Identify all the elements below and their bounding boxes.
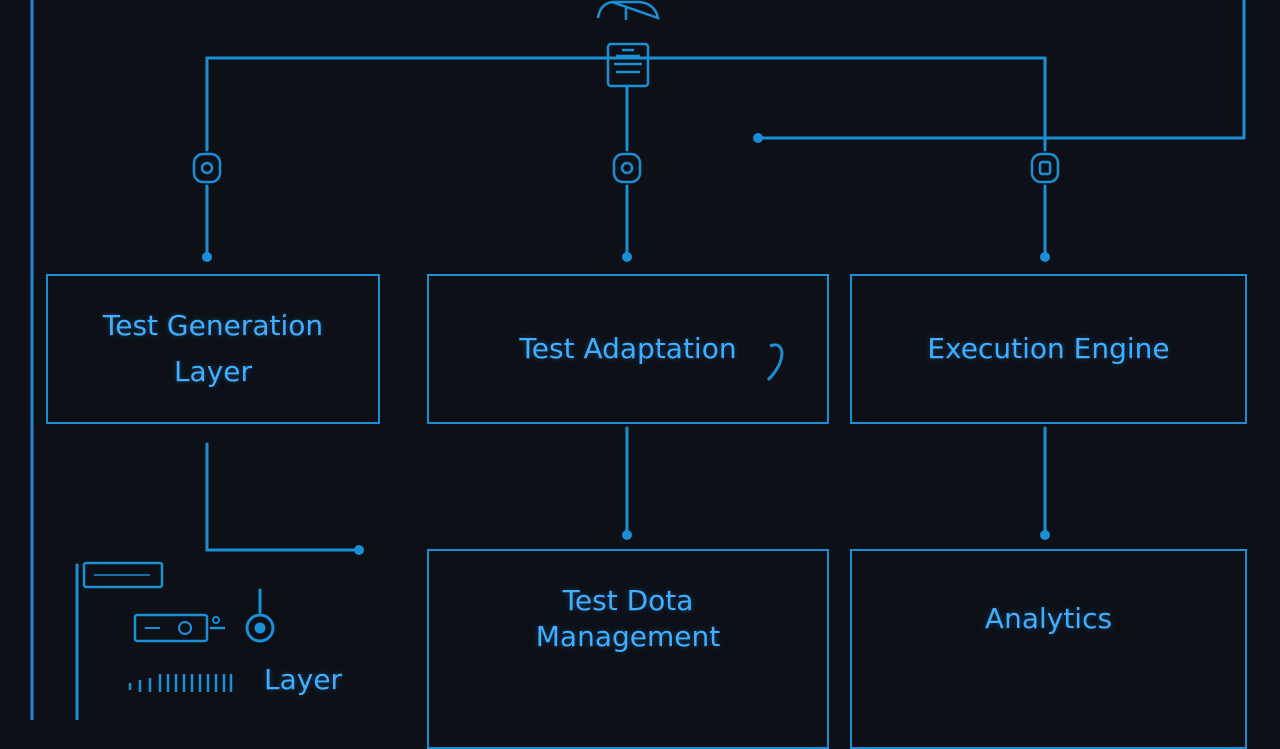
chip-icon xyxy=(82,561,225,643)
barcode-icon xyxy=(128,674,233,692)
connector-lines xyxy=(30,0,1246,720)
hook-icon xyxy=(766,343,784,382)
endpoint-dot xyxy=(622,530,632,540)
box-test-data-line1: Test Dota xyxy=(562,584,694,617)
lock-node-icon xyxy=(1030,152,1060,184)
gear-node-icon xyxy=(612,152,642,184)
box-test-adaptation-label: Test Adaptation xyxy=(519,332,737,365)
box-test-generation-line2: Layer xyxy=(173,355,253,388)
architecture-diagram: Test Generation Layer Test Adaptation Ex… xyxy=(30,0,1247,749)
document-icon xyxy=(606,42,650,88)
box-analytics: Analytics xyxy=(850,549,1247,749)
target-icon xyxy=(245,613,275,643)
endpoint-dot xyxy=(753,133,763,143)
box-test-data-management: Test Dota Management xyxy=(427,549,829,749)
endpoint-dot xyxy=(354,545,364,555)
box-test-generation: Test Generation Layer xyxy=(46,274,380,424)
box-execution-engine-label: Execution Engine xyxy=(927,332,1170,365)
cloud-icon xyxy=(596,0,660,20)
endpoint-dot xyxy=(1040,252,1050,262)
connector-node-icon xyxy=(192,152,222,184)
bottom-left-layer-label: Layer xyxy=(264,663,343,696)
endpoint-dot xyxy=(1040,530,1050,540)
endpoint-dot xyxy=(202,252,212,262)
endpoint-dot xyxy=(622,252,632,262)
box-analytics-label: Analytics xyxy=(984,602,1113,635)
box-execution-engine: Execution Engine xyxy=(850,274,1247,424)
box-test-data-line2: Management xyxy=(535,620,721,653)
box-test-adaptation: Test Adaptation xyxy=(427,274,829,424)
box-test-generation-line1: Test Generation xyxy=(102,309,324,342)
